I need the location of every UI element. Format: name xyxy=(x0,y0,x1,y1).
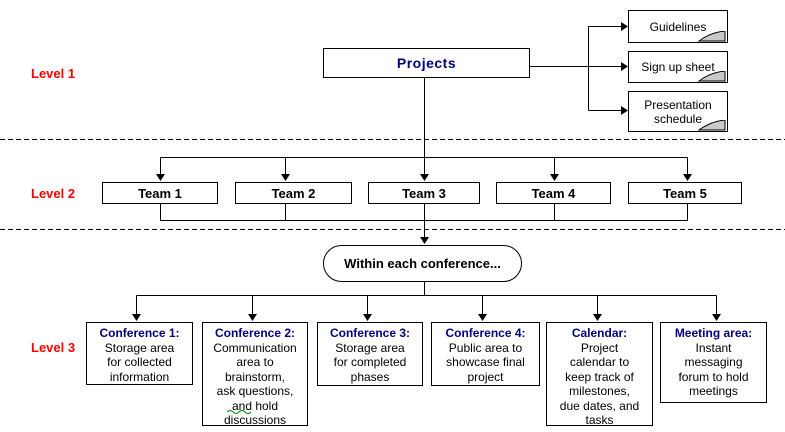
area-box-conference-4: Conference 4: Public area to showcase fi… xyxy=(431,322,540,386)
arrowheads xyxy=(132,22,721,321)
projects-box: Projects xyxy=(323,48,530,78)
conference-intro-ellipse: Within each conference... xyxy=(323,245,522,282)
area-title: Conference 4: xyxy=(445,326,526,340)
area-box-conference-2: Conference 2: Communication area to brai… xyxy=(202,322,308,428)
area-box-conference-3: Conference 3: Storage area for completed… xyxy=(317,322,423,386)
area-box-conference-1: Conference 1: Storage area for collected… xyxy=(86,322,193,385)
document-label: Presentation schedule xyxy=(644,97,712,126)
level1-wires xyxy=(530,26,621,111)
team-box-3: Team 3 xyxy=(368,182,480,204)
folded-corner-icon xyxy=(698,31,726,42)
team-box-4: Team 4 xyxy=(496,182,611,204)
level3-wires xyxy=(136,282,717,315)
document-sign-up-sheet: Sign up sheet xyxy=(628,51,728,83)
area-box-meeting-area: Meeting area: Instant messaging forum to… xyxy=(660,322,767,403)
area-body: Public area to showcase final project xyxy=(446,340,525,384)
document-guidelines: Guidelines xyxy=(628,10,728,43)
level-3-label: Level 3 xyxy=(31,340,76,355)
area-title: Conference 1: xyxy=(99,326,180,340)
spellcheck-squiggle-icon xyxy=(227,410,251,414)
area-body: Storage area for collected information xyxy=(104,340,175,384)
area-title: Meeting area: xyxy=(674,326,753,340)
area-title: Calendar: xyxy=(571,326,628,340)
document-label: Guidelines xyxy=(649,19,707,34)
folded-corner-icon xyxy=(698,120,726,131)
document-label: Sign up sheet xyxy=(641,60,715,74)
level-2-label: Level 2 xyxy=(31,186,76,201)
folded-corner-icon xyxy=(698,71,726,82)
area-body: Storage area for completed phases xyxy=(333,340,407,384)
document-presentation-schedule: Presentation schedule xyxy=(628,91,728,132)
team-box-5: Team 5 xyxy=(628,182,742,204)
area-title: Conference 2: xyxy=(214,326,296,340)
area-body: Instant messaging forum to hold meetings xyxy=(678,340,749,399)
team-box-1: Team 1 xyxy=(102,182,218,204)
area-box-calendar: Calendar: Project calendar to keep track… xyxy=(546,322,653,428)
area-title: Conference 3: xyxy=(329,326,411,340)
level-1-label: Level 1 xyxy=(31,66,76,81)
level2-wires xyxy=(160,78,688,238)
team-box-2: Team 2 xyxy=(235,182,352,204)
area-body: Project calendar to keep track of milest… xyxy=(559,340,640,428)
area-body: Communication area to brainstorm, ask qu… xyxy=(213,340,297,428)
level-separator-dashed-lines xyxy=(0,139,785,230)
